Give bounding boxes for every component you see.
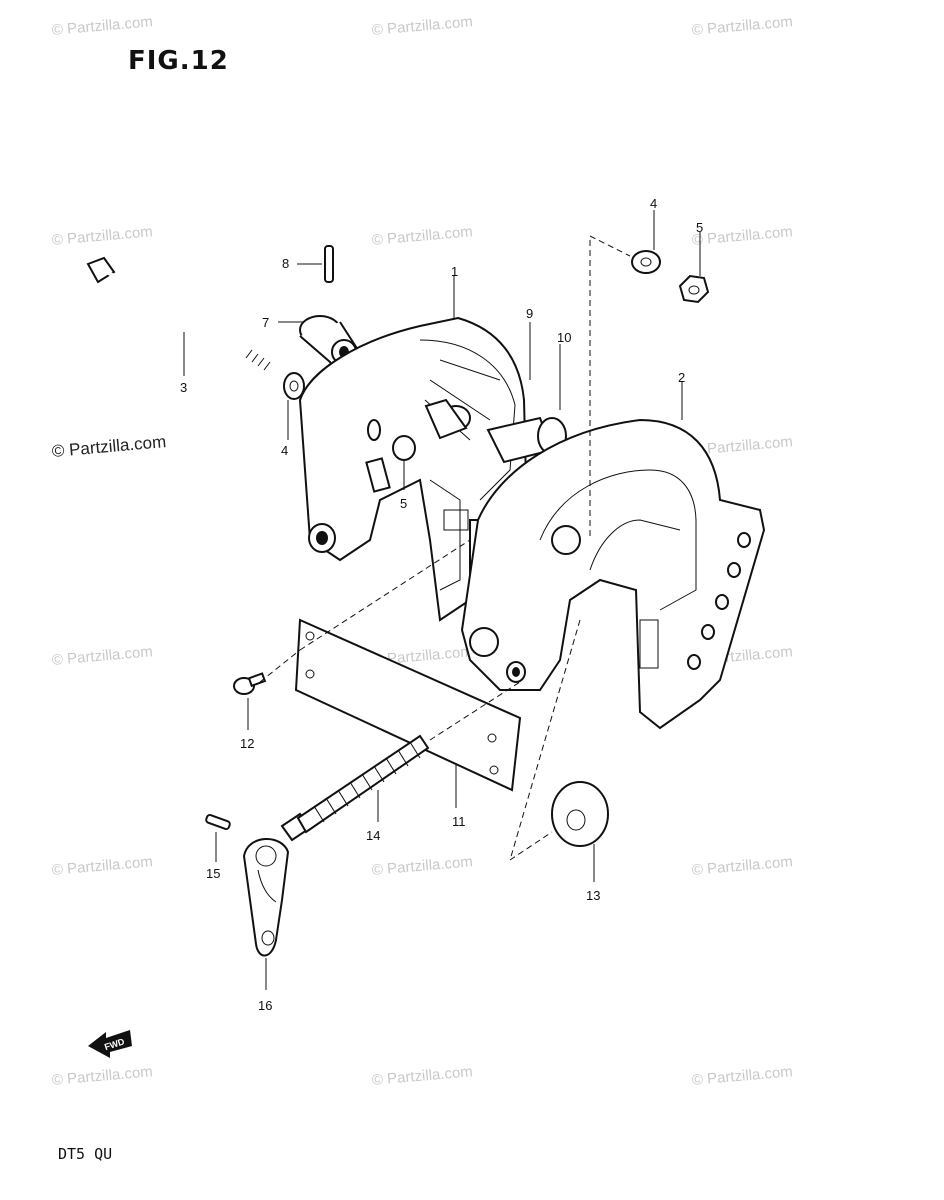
callout-9: 9 xyxy=(526,306,533,321)
part-13-pad xyxy=(551,781,609,847)
callouts: 1 2 3 4 4 5 5 7 8 9 10 11 12 13 14 15 16 xyxy=(180,196,703,1013)
callout-11: 11 xyxy=(452,814,466,829)
part-8-pin xyxy=(324,245,334,283)
callout-7: 7 xyxy=(262,315,269,330)
part-9-shaft xyxy=(424,398,471,440)
callout-2: 2 xyxy=(678,370,685,385)
callout-4-upper: 4 xyxy=(650,196,657,211)
part-1-clamp-bracket xyxy=(298,316,528,622)
callout-10: 10 xyxy=(557,330,571,345)
callout-14: 14 xyxy=(366,828,380,843)
part-16-handle xyxy=(242,838,290,957)
callout-15: 15 xyxy=(206,866,220,881)
part-2-swivel-bracket xyxy=(460,418,766,730)
fwd-arrow-icon: FWD xyxy=(88,1030,132,1058)
model-code: DT5 QU xyxy=(58,1145,113,1163)
part-15-pin xyxy=(205,813,231,831)
figure-title: FIG.12 xyxy=(128,46,229,76)
callout-4-lower: 4 xyxy=(281,443,288,458)
part-4-washer-right xyxy=(631,250,661,274)
callout-5-upper: 5 xyxy=(696,220,703,235)
callout-8: 8 xyxy=(282,256,289,271)
callout-13: 13 xyxy=(586,888,600,903)
part-12-screw xyxy=(233,672,267,695)
part-3-bolt xyxy=(86,256,272,374)
leader-lines xyxy=(183,210,701,990)
part-14-clamp-screw xyxy=(280,734,430,842)
callout-3: 3 xyxy=(180,380,187,395)
callout-1: 1 xyxy=(451,264,458,279)
callout-12: 12 xyxy=(240,736,254,751)
callout-16: 16 xyxy=(258,998,272,1013)
part-11-plate xyxy=(294,618,522,792)
callout-5-lower: 5 xyxy=(400,496,407,511)
part-4-washer-left xyxy=(283,372,305,400)
part-5-nut-right xyxy=(678,274,710,304)
